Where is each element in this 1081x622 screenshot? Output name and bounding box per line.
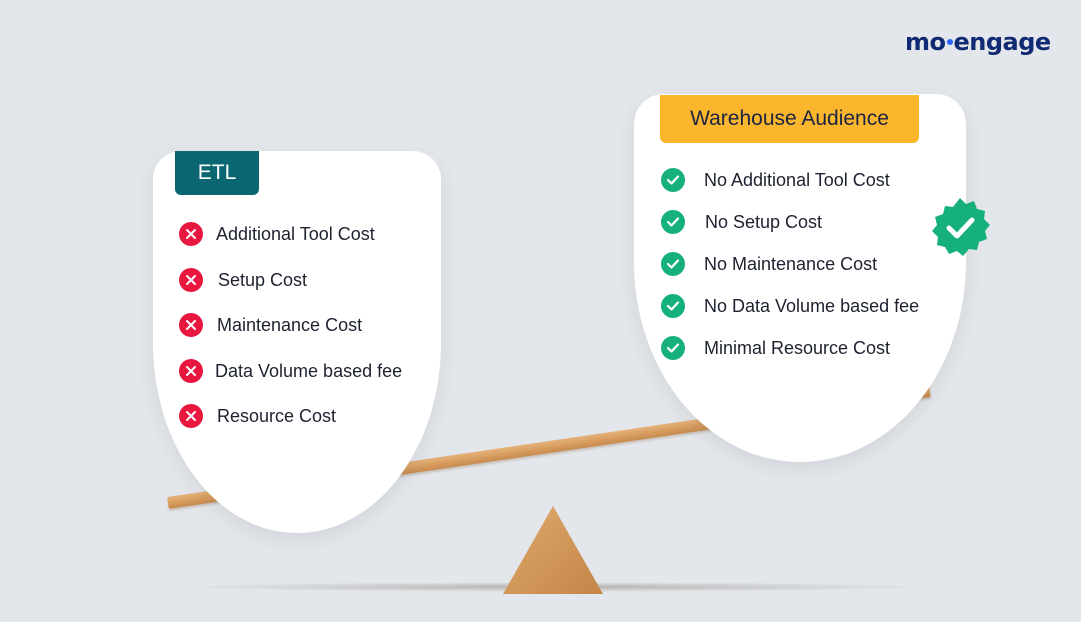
cross-icon <box>179 313 203 337</box>
warehouse-item: No Additional Tool Cost <box>661 168 890 192</box>
warehouse-item-label: Minimal Resource Cost <box>704 337 891 358</box>
warehouse-tag: Warehouse Audience <box>660 95 919 143</box>
verified-badge-icon <box>932 198 990 256</box>
check-icon <box>661 252 685 276</box>
warehouse-item-label: No Maintenance Cost <box>704 253 878 274</box>
cross-icon <box>179 222 203 246</box>
check-icon <box>661 294 685 318</box>
warehouse-item-label: No Data Volume based fee <box>704 295 920 316</box>
warehouse-item-label: No Additional Tool Cost <box>704 169 890 190</box>
etl-item: Additional Tool Cost <box>179 222 375 246</box>
warehouse-item: No Setup Cost <box>661 210 822 234</box>
etl-item-label: Additional Tool Cost <box>216 223 375 244</box>
warehouse-item: Minimal Resource Cost <box>661 336 890 360</box>
etl-item: Setup Cost <box>179 268 307 292</box>
warehouse-item-label: No Setup Cost <box>705 211 823 232</box>
warehouse-item: No Maintenance Cost <box>661 252 877 276</box>
etl-item-label: Resource Cost <box>217 405 337 426</box>
etl-item: Resource Cost <box>179 404 336 428</box>
logo-text-right: engage <box>953 28 1052 56</box>
check-icon <box>661 336 685 360</box>
etl-item: Data Volume based fee <box>179 359 402 383</box>
etl-item-label: Maintenance Cost <box>217 314 363 335</box>
etl-item: Maintenance Cost <box>179 313 362 337</box>
warehouse-item: No Data Volume based fee <box>661 294 919 318</box>
check-icon <box>661 210 685 234</box>
cross-icon <box>179 404 203 428</box>
logo-text-left: mo <box>905 28 946 56</box>
warehouse-card <box>634 94 966 462</box>
etl-card <box>153 151 441 533</box>
logo-dot <box>946 39 953 45</box>
cross-icon <box>179 359 203 383</box>
etl-tag: ETL <box>175 151 259 195</box>
etl-item-label: Setup Cost <box>218 269 308 290</box>
cross-icon <box>179 268 203 292</box>
etl-item-label: Data Volume based fee <box>215 360 403 381</box>
check-icon <box>661 168 685 192</box>
seesaw-fulcrum <box>503 506 603 594</box>
